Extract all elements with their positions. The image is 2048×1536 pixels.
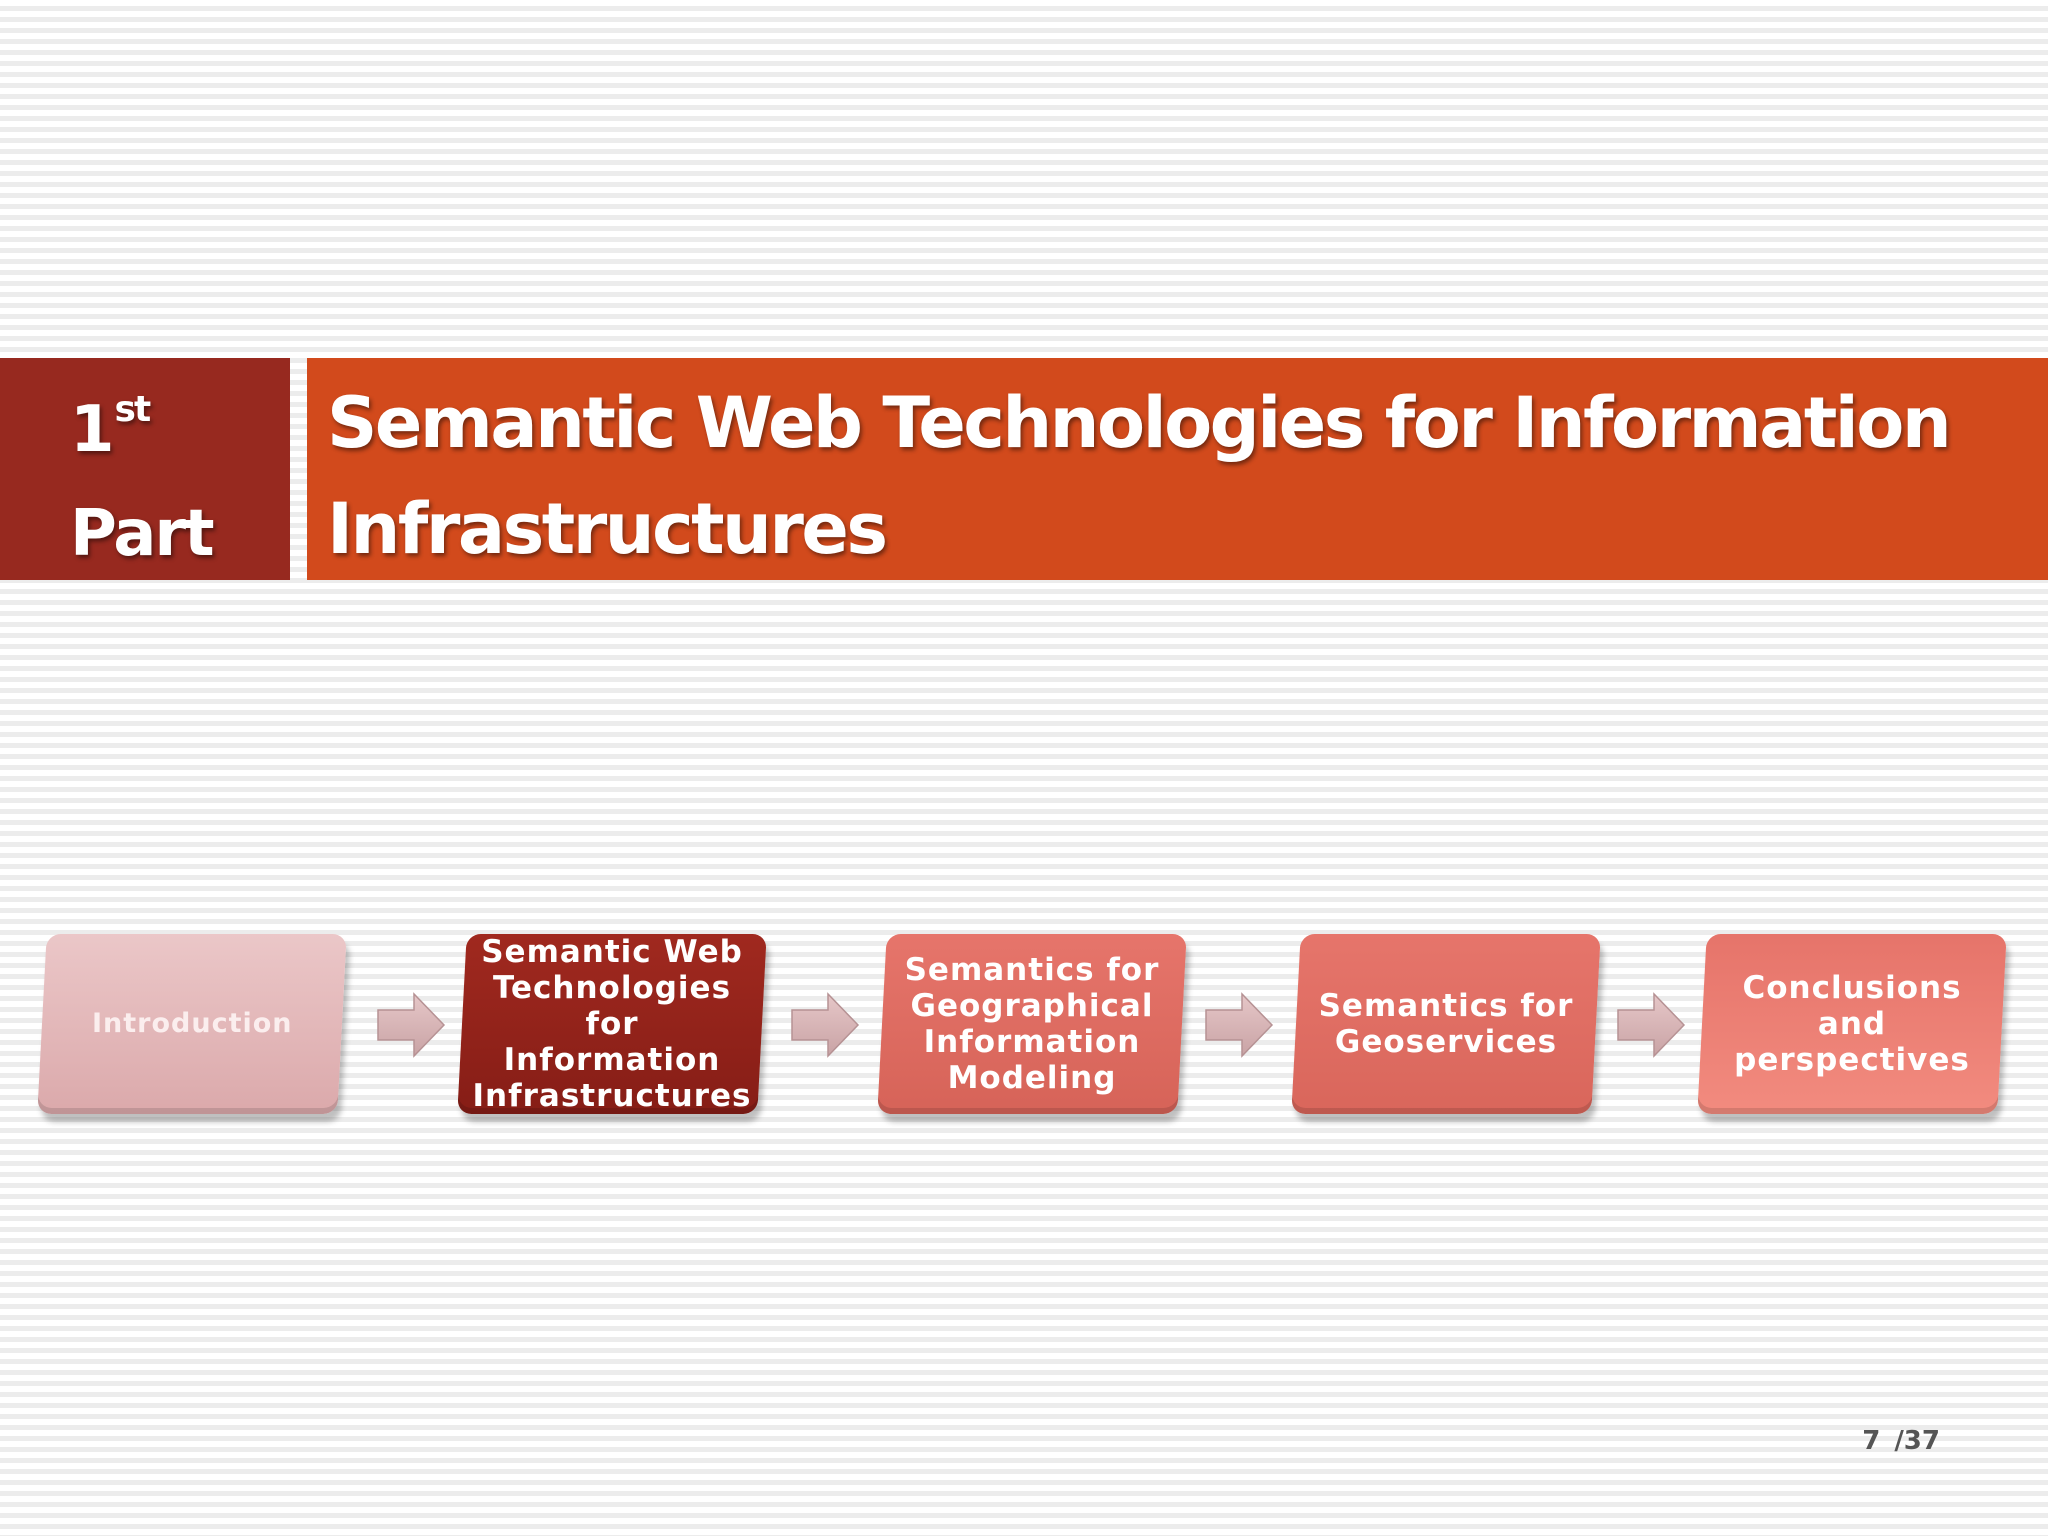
page-total: /37 [1894, 1426, 1940, 1456]
part-label: Part [70, 497, 215, 571]
right-arrow-icon [1204, 990, 1274, 1060]
step-introduction: Introduction [37, 934, 347, 1114]
step-conclusions: Conclusions and perspectives [1697, 934, 2007, 1114]
part-number-suffix: st [114, 389, 152, 430]
step-label: Semantic Web Technologies for Informatio… [472, 934, 752, 1114]
step-geographical-information-modeling: Semantics for Geographical Information M… [877, 934, 1187, 1114]
title-bar: Semantic Web Technologies for Informatio… [307, 358, 2048, 580]
step-semantic-web-technologies: Semantic Web Technologies for Informatio… [457, 934, 767, 1114]
part-number-line: 1st [70, 378, 290, 482]
slide-title: Semantic Web Technologies for Informatio… [327, 382, 1952, 570]
step-label: Introduction [91, 1008, 293, 1039]
step-label: Conclusions and perspectives [1734, 970, 1970, 1078]
right-arrow-icon [376, 990, 446, 1060]
step-label: Semantics for Geoservices [1318, 988, 1574, 1060]
page-current: 7 [1862, 1426, 1881, 1456]
part-number: 1 [70, 393, 115, 467]
part-indicator: 1st Part [0, 358, 290, 580]
step-label: Semantics for Geographical Information M… [904, 952, 1160, 1096]
page-number: 7/37 [1820, 1426, 1940, 1456]
right-arrow-icon [790, 990, 860, 1060]
right-arrow-icon [1616, 990, 1686, 1060]
step-geoservices: Semantics for Geoservices [1291, 934, 1601, 1114]
